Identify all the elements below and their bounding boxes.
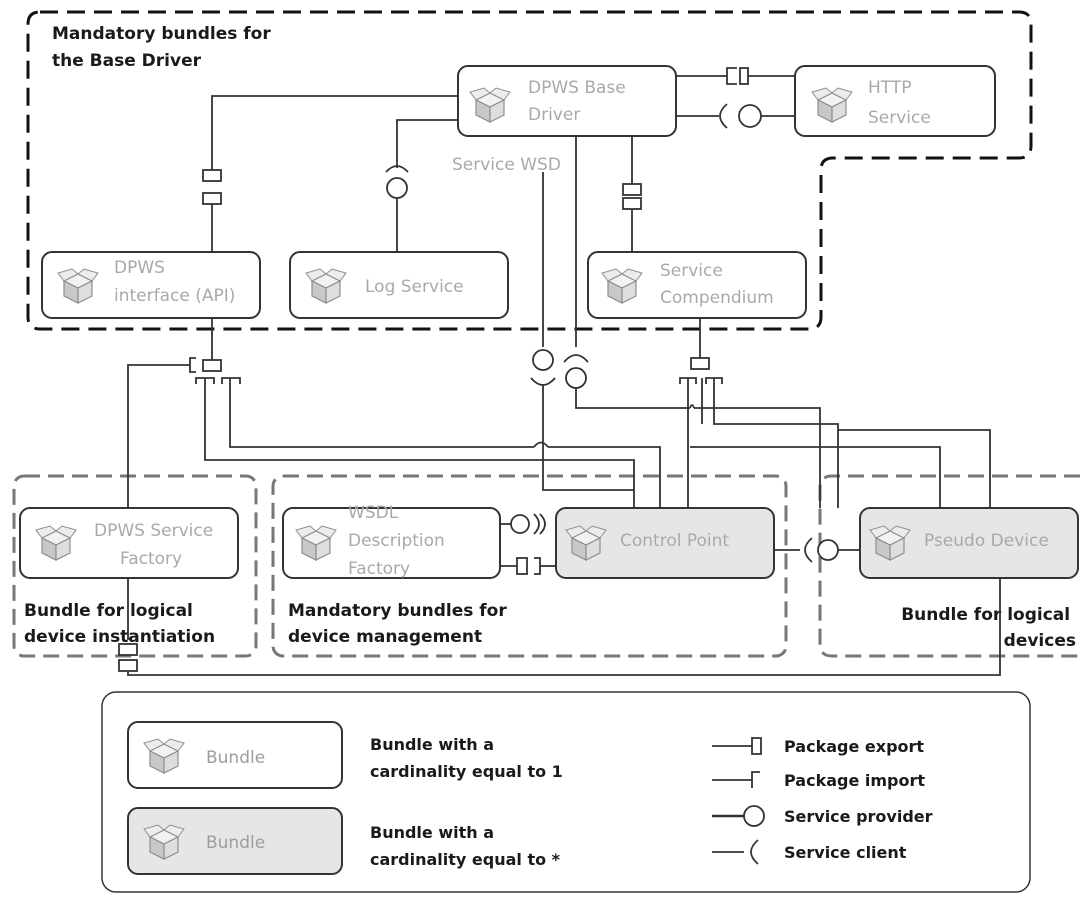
bundle-service-compendium: Service Compendium [587, 251, 807, 319]
svg-text:Service Compendium: Service Compendium [660, 261, 774, 308]
group-base-driver-title: Mandatory bundles for the Base Driver [52, 24, 277, 71]
legend-bundle-multiple: Bundle [127, 807, 343, 875]
legend-single-text: Bundle with a cardinality equal to 1 [370, 735, 563, 781]
group-logical-devices-border [818, 474, 1080, 658]
group-device-management-border [271, 474, 788, 658]
svg-text:WSDL Description F: WSDL Description Factory [348, 503, 450, 579]
svg-text:DPWS Service Factory: DPWS Service Factory [94, 521, 219, 569]
interface-symbols [118, 67, 839, 672]
bundle-pseudo-device: Pseudo Device [859, 507, 1079, 579]
bundle-control-point: Control Point [555, 507, 775, 579]
svg-text:Bundle: Bundle [206, 748, 265, 768]
bundle-http-service: HTTP Service [794, 65, 996, 137]
svg-text:Bundle: Bundle [206, 833, 265, 853]
group-device-management-title: Mandatory bundles for device management [288, 601, 513, 647]
group-logical-instantiation-title: Bundle for logical device instantiation [24, 601, 215, 647]
legend-symbol-labels: Package export Package import Service pr… [784, 737, 938, 862]
group-logical-instantiation-border [12, 474, 258, 658]
svg-text:Log Service: Log Service [365, 277, 464, 297]
svg-text:DPWS interface (API): DPWS interface (API) [114, 258, 235, 306]
bundle-dpws-base-driver: DPWS Base Driver [457, 65, 677, 137]
connection-lines [127, 75, 1001, 676]
legend-service-client-symbol [712, 839, 759, 865]
svg-text:Pseudo Device: Pseudo Device [924, 531, 1049, 551]
legend-package-import-symbol [712, 771, 760, 788]
group-base-driver-border [26, 10, 1033, 331]
bundle-log-service: Log Service [289, 251, 509, 319]
legend-service-provider-symbol [712, 805, 765, 827]
bundle-dpws-service-factory: DPWS Service Factory [19, 507, 239, 579]
legend-package-export-symbol [712, 737, 762, 755]
svg-text:DPWS Base Driver: DPWS Base Driver [528, 78, 631, 125]
svg-text:HTTP Service: HTTP Service [868, 78, 931, 128]
bundle-wsdl-description-factory: WSDL Description Factory [282, 503, 501, 579]
svg-text:Control Point: Control Point [620, 531, 729, 551]
bundle-dpws-interface: DPWS interface (API) [41, 251, 261, 319]
legend-multiple-text: Bundle with a cardinality equal to * [370, 823, 561, 869]
service-wsd-label: Service WSD [452, 155, 561, 175]
group-logical-devices-title: Bundle for logical devices [901, 605, 1076, 651]
legend-bundle-single: Bundle [127, 721, 343, 789]
